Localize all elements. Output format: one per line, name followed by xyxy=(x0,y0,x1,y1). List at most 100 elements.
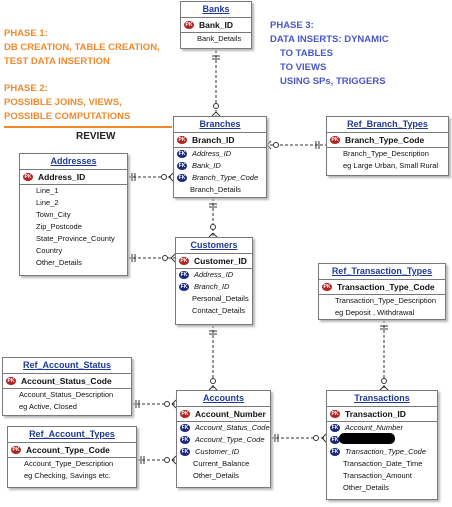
entity-title: Customers xyxy=(176,238,252,254)
phase-3-line: TO TABLES xyxy=(280,48,333,59)
primary-key-icon: PK xyxy=(6,377,16,385)
primary-key-icon: PK xyxy=(23,173,33,181)
phase-3-heading: PHASE 3: xyxy=(270,20,314,31)
field-name: Country xyxy=(36,246,63,255)
field-name: State_Province_County xyxy=(36,234,115,243)
field-name: Line_2 xyxy=(36,198,59,207)
field-name: Town_City xyxy=(36,210,71,219)
field-name: Account_Status_Code xyxy=(195,423,270,432)
attribute-field: Transaction_Type_Description xyxy=(319,295,445,307)
phase-2-line: POSSIBLE COMPUTATIONS xyxy=(4,111,131,122)
key-section: PK Address_ID xyxy=(20,170,127,185)
attribute-field: eg Deposit , Withdrawal xyxy=(319,307,445,319)
field-name: Contact_Details xyxy=(192,306,245,315)
field-name: Branch_ID xyxy=(194,282,230,291)
field-name: Address_ID xyxy=(38,172,86,182)
entity-title: Branches xyxy=(174,117,266,133)
field-name: Transaction_Type_Description xyxy=(335,296,437,305)
field-name: Personal_Details xyxy=(192,294,249,303)
attribute-field: Account_Type_Description xyxy=(8,458,136,470)
entity-title: Ref_Branch_Types xyxy=(327,117,448,133)
field-name: Transaction_Date_Time xyxy=(343,459,423,468)
attribute-field: Line_2 xyxy=(20,197,127,209)
foreign-key-icon: FK xyxy=(177,150,187,158)
phase-3-note: PHASE 3: DATA INSERTS: DYNAMIC TO TABLES… xyxy=(270,19,389,89)
phase-3-line: DATA INSERTS: DYNAMIC xyxy=(270,34,389,45)
field-name: Account_Type_Description xyxy=(24,459,114,468)
phase-3-line: USING SPs, TRIGGERS xyxy=(280,76,386,87)
foreign-key-icon: FK xyxy=(180,448,190,456)
phase-3-line: TO VIEWS xyxy=(280,62,327,73)
attribute-field: Bank_Details xyxy=(181,33,251,45)
entity-title: Ref_Transaction_Types xyxy=(319,264,445,280)
attribute-field: Other_Details xyxy=(177,470,270,482)
phase-2-heading: PHASE 2: xyxy=(4,83,48,94)
field-name: Customer_ID xyxy=(195,447,240,456)
foreign-key-icon: FK xyxy=(177,174,187,182)
foreign-key-icon: FK xyxy=(180,436,190,444)
attribute-field: Personal_Details xyxy=(176,293,252,305)
field-name: Account_Status_Description xyxy=(19,390,114,399)
orange-divider xyxy=(4,126,172,128)
phase-2-note: PHASE 2: POSSIBLE JOINS, VIEWS, POSSIBLE… xyxy=(4,82,130,124)
attribute-field: eg Active, Closed xyxy=(3,401,131,413)
attribute-field: Transaction_Date_Time xyxy=(327,458,437,470)
field-name: eg Active, Closed xyxy=(19,402,77,411)
attribute-field: Current_Balance xyxy=(177,458,270,470)
attribute-field: eg Large Urban, Small Rural xyxy=(327,160,448,172)
field-name: Branch_Type_Code xyxy=(345,135,425,145)
attribute-field: Branch_Details xyxy=(174,184,266,196)
field-name: Customer_ID xyxy=(194,256,247,266)
field-name: eg Large Urban, Small Rural xyxy=(343,161,439,170)
phase-1-line: TEST DATA INSERTION xyxy=(4,56,110,67)
field-name: Branch_Type_Code xyxy=(192,173,259,182)
field-name: Zip_Postcode xyxy=(36,222,82,231)
field-name: Current_Balance xyxy=(193,459,250,468)
attribute-field: eg Checking, Savings etc. xyxy=(8,470,136,482)
phase-1-line: DB CREATION, TABLE CREATION, xyxy=(4,42,160,53)
primary-key-icon: PK xyxy=(330,410,340,418)
field-name: Transaction_Type_Code xyxy=(337,282,435,292)
attribute-field: Transaction_Amount xyxy=(327,470,437,482)
phase-1-heading: PHASE 1: xyxy=(4,28,48,39)
attribute-field: State_Province_County xyxy=(20,233,127,245)
attribute-field: Other_Details xyxy=(327,482,437,494)
field-name: eg Deposit , Withdrawal xyxy=(335,308,415,317)
attribute-field: Town_City xyxy=(20,209,127,221)
attribute-field: Country xyxy=(20,245,127,257)
foreign-key-icon: FK xyxy=(330,424,340,432)
field-name: Branch_Details xyxy=(190,185,241,194)
field-name: Line_1 xyxy=(36,186,59,195)
entity-title: Ref_Account_Status xyxy=(3,358,131,374)
